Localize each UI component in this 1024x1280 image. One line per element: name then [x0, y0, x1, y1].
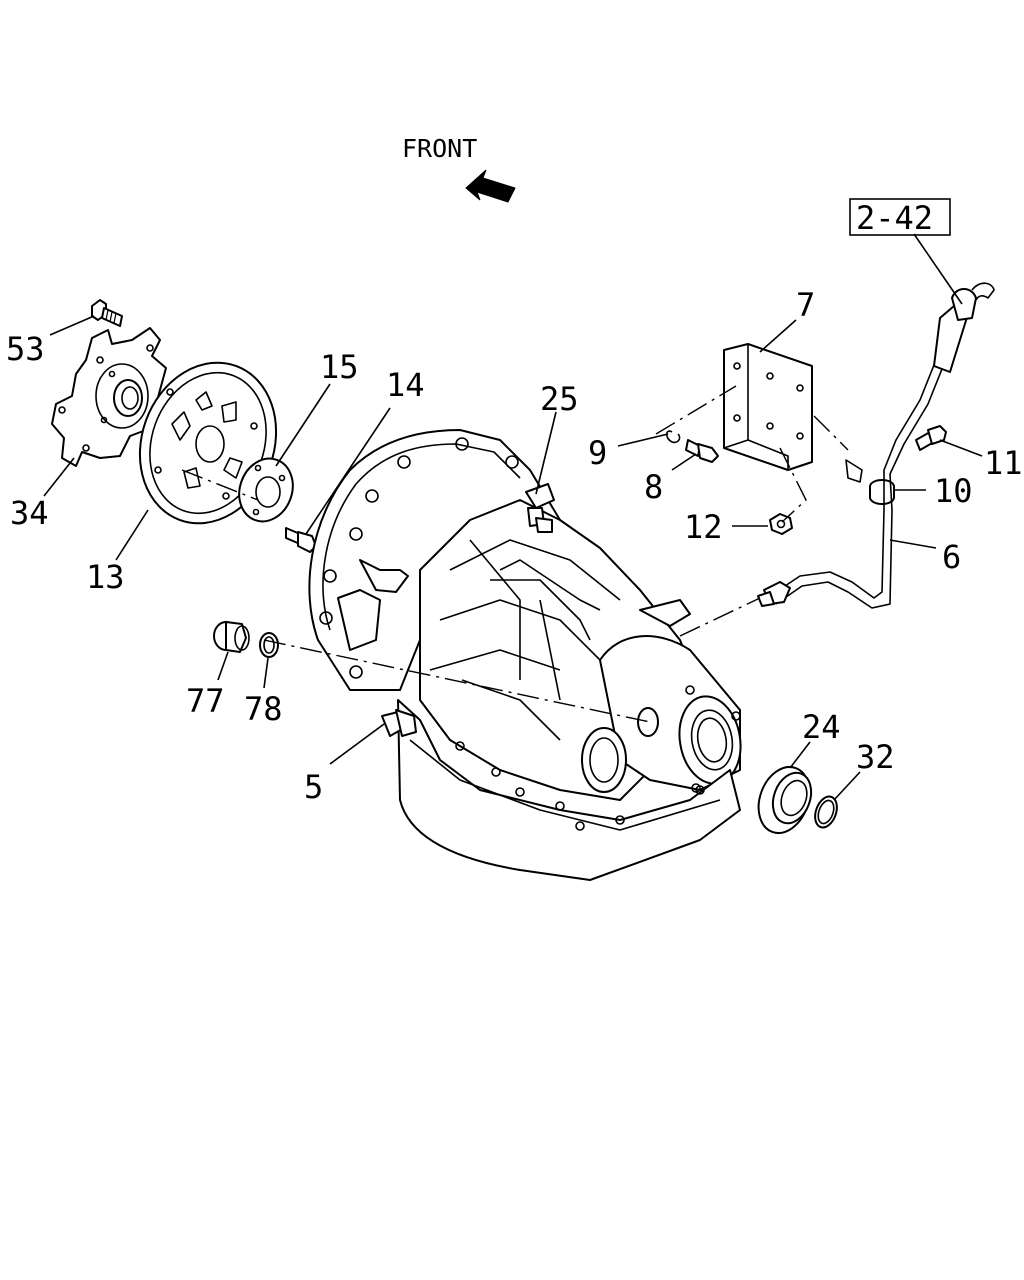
- callout-24[interactable]: 24: [802, 708, 841, 746]
- callout-32[interactable]: 32: [856, 738, 895, 776]
- clip-9-part: [665, 430, 681, 444]
- nut-12-part: [769, 513, 793, 535]
- bolt-11-part: [915, 425, 947, 451]
- callout-25[interactable]: 25: [540, 380, 579, 418]
- dipstick-tube-part: [757, 282, 995, 609]
- bolt-8-part: [685, 439, 719, 463]
- callout-13[interactable]: 13: [86, 558, 125, 596]
- seal-24-part: [757, 766, 813, 834]
- callout-6[interactable]: 6: [942, 538, 961, 576]
- callout-10[interactable]: 10: [934, 472, 973, 510]
- callout-78[interactable]: 78: [244, 690, 283, 728]
- callout-labels: 53 34 13 15 14 25 7 9 8 12 11 10 6 77 78…: [6, 286, 1023, 806]
- callout-53[interactable]: 53: [6, 330, 45, 368]
- reference-label: 2-42: [856, 199, 933, 237]
- callout-11[interactable]: 11: [984, 444, 1023, 482]
- bolt-14-part: [285, 527, 317, 553]
- o-ring-32-part: [814, 795, 838, 829]
- callout-15[interactable]: 15: [320, 348, 359, 386]
- callout-5[interactable]: 5: [304, 768, 323, 806]
- plug-77-part: [213, 621, 250, 653]
- front-arrow-icon: [465, 169, 516, 203]
- callout-9[interactable]: 9: [588, 434, 607, 472]
- front-label: FRONT: [402, 134, 477, 163]
- callout-7[interactable]: 7: [796, 286, 815, 324]
- leader-lines: [43, 233, 983, 801]
- callout-12[interactable]: 12: [684, 508, 723, 546]
- front-indicator: FRONT: [402, 134, 516, 203]
- reference-box[interactable]: 2-42: [849, 198, 951, 237]
- bolt-53-part: [91, 299, 123, 327]
- callout-14[interactable]: 14: [386, 366, 425, 404]
- callout-8[interactable]: 8: [644, 468, 663, 506]
- alignment-lines: [181, 385, 849, 723]
- washer-78-part: [259, 632, 279, 658]
- washer-plate-part: [238, 457, 294, 523]
- transmission-case-part: [308, 429, 742, 881]
- bracket-7-part: [723, 343, 813, 471]
- callout-77[interactable]: 77: [186, 682, 225, 720]
- callout-34[interactable]: 34: [10, 494, 49, 532]
- clamp-10-part: [845, 459, 895, 505]
- drive-plate-part: [51, 327, 167, 467]
